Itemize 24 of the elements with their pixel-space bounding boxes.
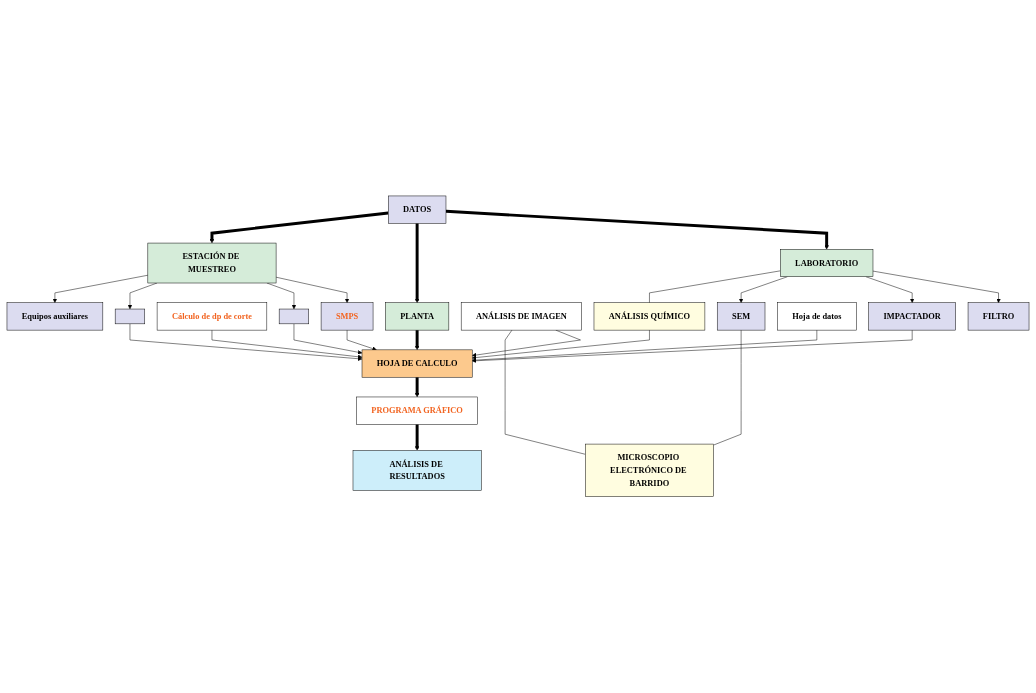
arrow <box>209 211 389 244</box>
arrow <box>414 424 420 451</box>
node-box: SEM <box>717 302 766 331</box>
arrow <box>414 223 420 304</box>
arrow <box>445 210 829 250</box>
node-box <box>114 309 145 325</box>
node-box <box>278 309 309 325</box>
node-box: HOJA DE CALCULO <box>361 349 473 378</box>
node-box: LABORATORIO <box>780 249 874 278</box>
node-box: Cálculo de dp de corte <box>156 302 268 331</box>
node-box: DATOS <box>388 195 447 224</box>
node-box: ANÁLISIS DE IMAGEN <box>460 302 582 331</box>
node-box: ANÁLISIS DE RESULTADOS <box>352 450 482 491</box>
node-box: ANÁLISIS QUÍMICO <box>593 302 706 331</box>
arrow <box>414 330 420 351</box>
node-box: SMPS <box>320 302 374 331</box>
node-box: ESTACIÓN DE MUESTREO <box>147 243 277 284</box>
node-box: Equipos auxiliares <box>6 302 104 331</box>
node-box: FILTRO <box>967 302 1030 331</box>
node-box: MICROSCOPIO ELECTRÓNICO DE BARRIDO <box>585 444 714 498</box>
node-box: PLANTA <box>385 302 450 331</box>
node-box: PROGRAMA GRÁFICO <box>356 396 478 425</box>
node-box: IMPACTADOR <box>868 302 956 331</box>
node-box: Hoja de datos <box>777 302 857 331</box>
